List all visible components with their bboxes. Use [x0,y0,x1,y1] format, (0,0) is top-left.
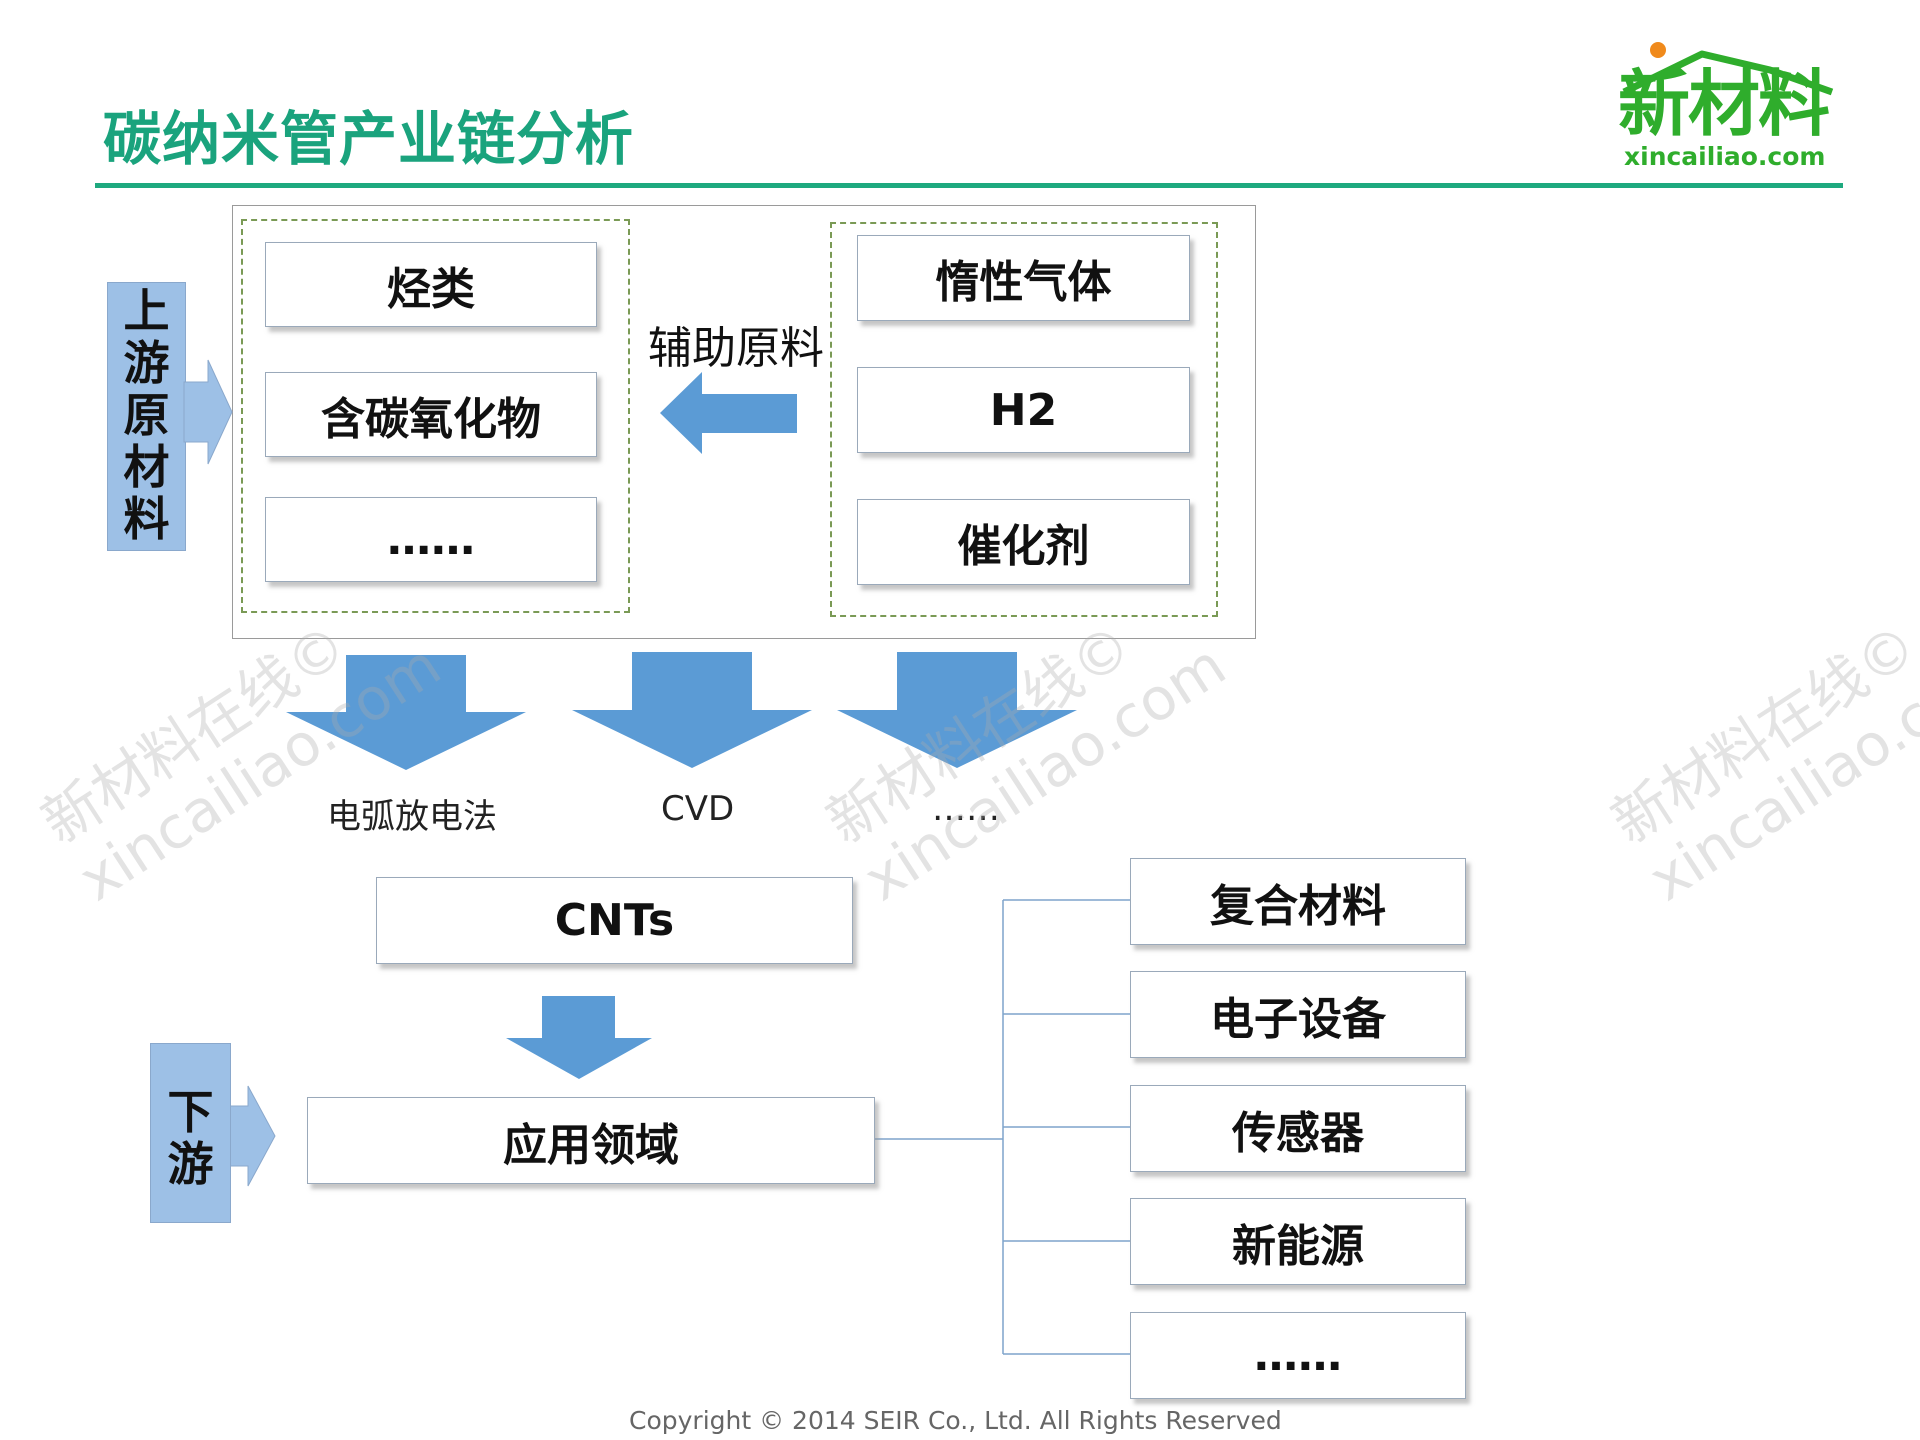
raw-material-item: 含碳氧化物 [265,372,597,457]
downstream-side-arrow [229,1085,276,1187]
application-item: …… [1130,1312,1466,1399]
copyright-footer: Copyright © 2014 SEIR Co., Ltd. All Righ… [629,1406,1282,1435]
raw-material-item: …… [265,497,597,582]
logo-text: 新材料 [1618,62,1830,146]
logo-url: xincailiao.com [1624,142,1826,171]
application-field-box: 应用领域 [307,1097,875,1184]
method-label: …… [932,789,1000,829]
auxiliary-materials-group [830,222,1218,617]
auxiliary-material-item: H2 [857,367,1190,453]
auxiliary-material-item: 惰性气体 [857,235,1190,321]
auxiliary-material-item: 催化剂 [857,499,1190,585]
raw-materials-group [241,219,630,613]
application-item: 新能源 [1130,1198,1466,1285]
product-down-arrow [506,996,652,1079]
xincailiao-logo: 新材料 xincailiao.com [1610,40,1850,171]
application-item: 传感器 [1130,1085,1466,1172]
upstream-label: 上游原材料 [107,282,186,551]
method-label: 电弧放电法 [327,797,497,837]
application-item: 复合材料 [1130,858,1466,945]
logo-roof-icon [1622,42,1834,96]
title-divider [95,183,1843,188]
downstream-label-text: 下游 [167,1085,214,1191]
page-title: 碳纳米管产业链分析 [103,105,635,173]
downstream-label: 下游 [150,1043,231,1223]
product-box: CNTs [376,877,853,964]
raw-material-item: 烃类 [265,242,597,327]
upstream-label-text: 上游原材料 [123,284,170,546]
application-tree-lines [874,899,1130,1355]
auxiliary-left-arrow [660,372,797,454]
method-down-arrow [837,652,1077,768]
upstream-side-arrow [183,359,233,465]
method-down-arrow [286,655,526,770]
method-down-arrow [572,652,812,768]
auxiliary-materials-label: 辅助原料 [648,323,824,374]
application-item: 电子设备 [1130,971,1466,1058]
method-label: CVD [661,789,735,829]
